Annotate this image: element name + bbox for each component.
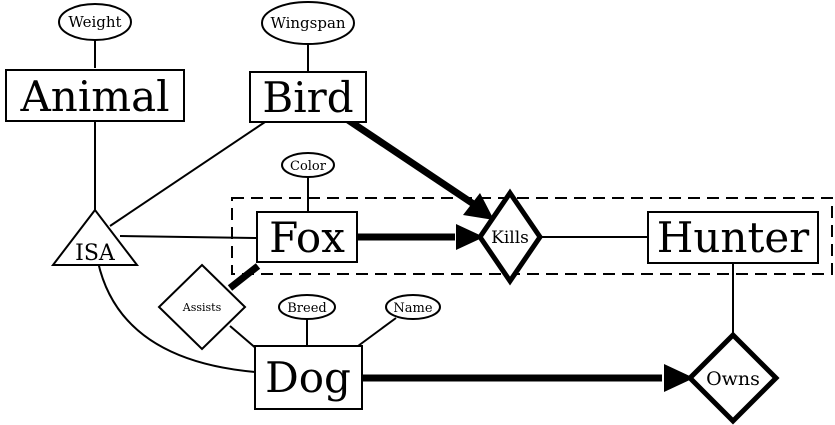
entity-animal: Animal bbox=[5, 69, 185, 122]
entity-animal-label: Animal bbox=[19, 72, 169, 121]
entity-fox-label: Fox bbox=[269, 213, 345, 262]
arrowhead-fox-kills bbox=[456, 224, 484, 250]
arrowhead-bird-kills bbox=[463, 193, 494, 220]
entity-bird-label: Bird bbox=[262, 73, 353, 122]
relationship-isa: ISA bbox=[50, 208, 140, 266]
relationship-owns-label: Owns bbox=[706, 368, 760, 390]
attribute-weight-label: Weight bbox=[68, 13, 121, 31]
aggregation-box bbox=[231, 197, 833, 275]
edge-fox-assists bbox=[227, 263, 261, 291]
relationship-kills: Kills bbox=[476, 188, 544, 286]
edge-isa-fox bbox=[119, 235, 258, 239]
entity-hunter-label: Hunter bbox=[657, 213, 810, 262]
attribute-name: Name bbox=[385, 294, 441, 320]
attribute-name-label: Name bbox=[393, 301, 432, 316]
relationship-assists-label: Assists bbox=[182, 301, 222, 314]
attribute-color: Color bbox=[281, 152, 335, 178]
attribute-wingspan: Wingspan bbox=[261, 1, 355, 45]
relationship-kills-label: Kills bbox=[491, 228, 529, 248]
edge-assists-dog bbox=[229, 325, 259, 351]
attribute-wingspan-label: Wingspan bbox=[270, 14, 345, 32]
entity-bird: Bird bbox=[249, 71, 367, 123]
entity-hunter: Hunter bbox=[647, 211, 819, 264]
attribute-weight: Weight bbox=[58, 3, 132, 41]
edge-isa-dog bbox=[97, 261, 256, 373]
arrowhead-dog-owns bbox=[664, 364, 694, 392]
attribute-breed: Breed bbox=[278, 294, 336, 320]
attribute-breed-label: Breed bbox=[287, 301, 326, 316]
edge-bird-isa bbox=[109, 121, 266, 227]
edge-bird-kills bbox=[343, 115, 477, 208]
attribute-color-label: Color bbox=[290, 159, 327, 174]
relationship-owns: Owns bbox=[686, 331, 780, 425]
entity-dog-label: Dog bbox=[265, 353, 351, 402]
relationship-assists: Assists bbox=[157, 263, 247, 351]
relationship-isa-label: ISA bbox=[75, 241, 116, 266]
edge-name-dog bbox=[357, 317, 397, 347]
entity-dog: Dog bbox=[254, 345, 363, 410]
entity-fox: Fox bbox=[256, 211, 358, 263]
